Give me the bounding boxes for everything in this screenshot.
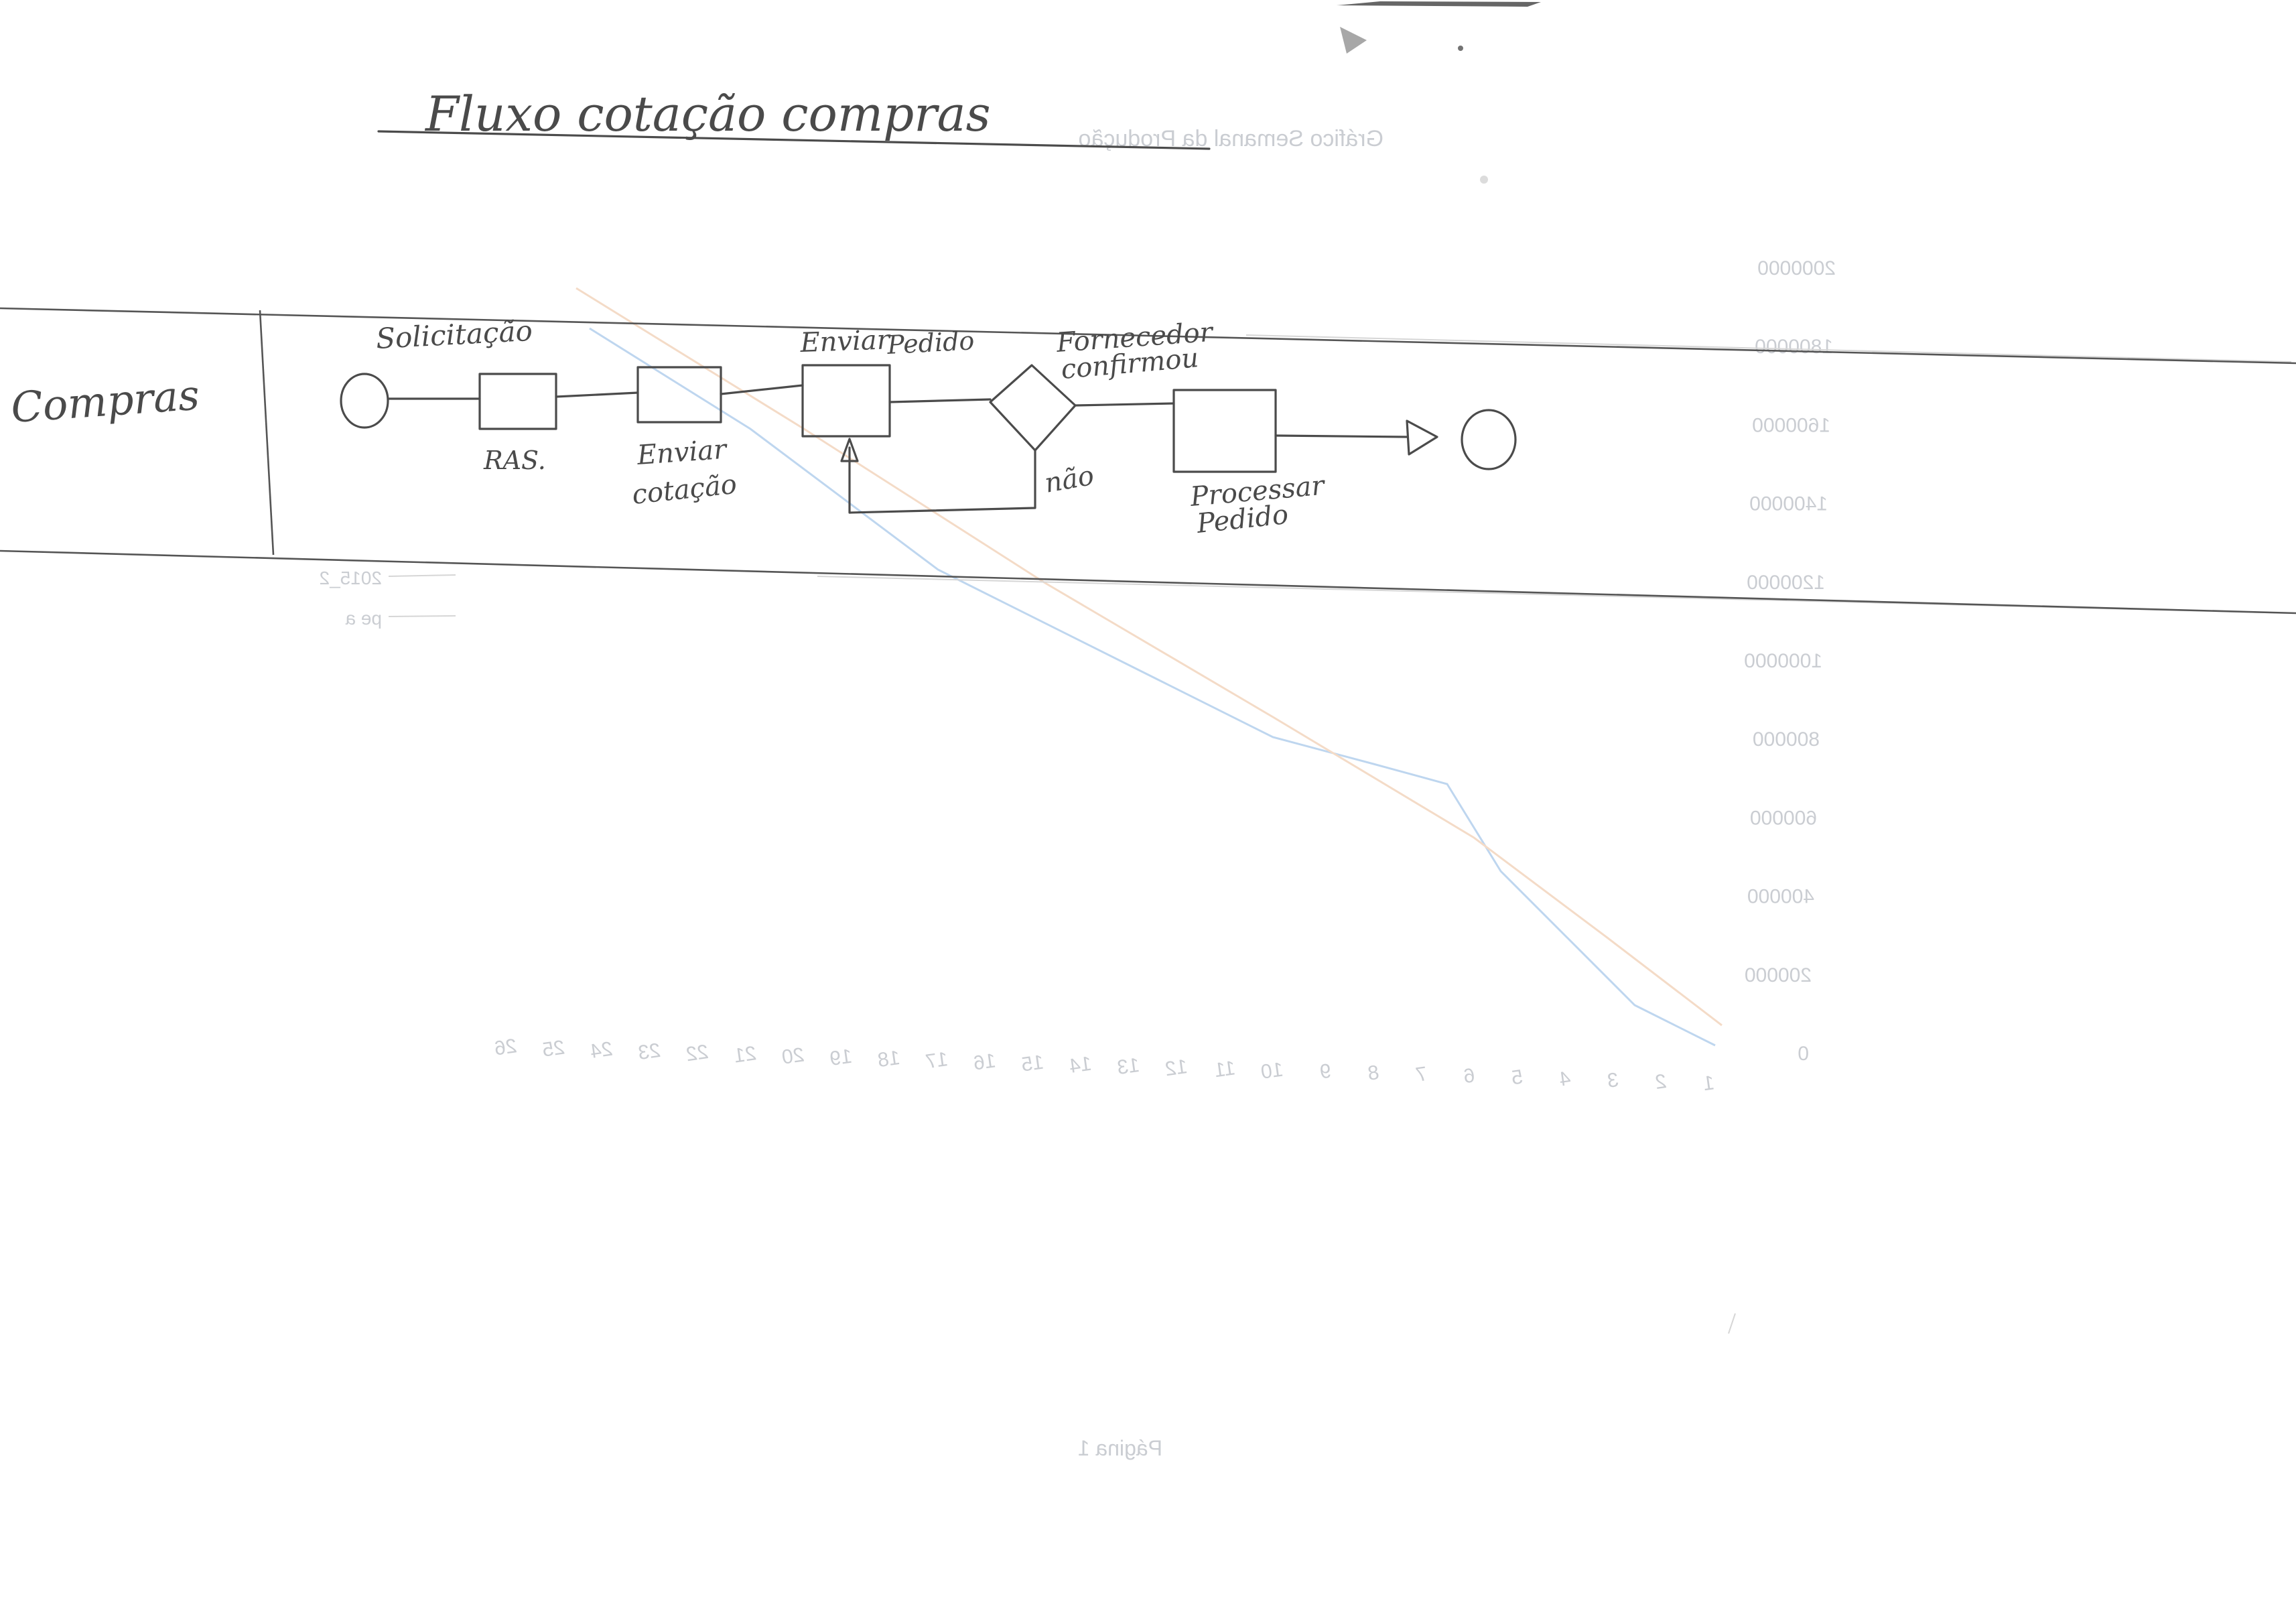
ghost-series-orange [576, 287, 1723, 1027]
flow-cotacao-pedido [720, 384, 804, 395]
ghost-x-tick: 14 [1068, 1053, 1093, 1078]
ghost-x-tick: 24 [589, 1038, 614, 1063]
ghost-x-tick: 25 [541, 1036, 566, 1061]
label-solicitacao: Solicitação [375, 314, 533, 355]
ghost-x-tick: 26 [493, 1035, 519, 1059]
label-enviar-pedido-1: Enviar [799, 324, 892, 359]
ghost-x-tick: 4 [1558, 1068, 1572, 1091]
ghost-x-tick: 17 [924, 1048, 949, 1073]
ghost-legend-2: pe a [345, 608, 382, 629]
lane-bottom-border [0, 549, 2296, 615]
ghost-series-blue [589, 327, 1716, 1047]
ghost-legend: 2015_2 pe a [320, 568, 456, 629]
ghost-y-tick: 1600000 [1752, 414, 1830, 436]
ghost-y-tick: 800000 [1753, 728, 1820, 751]
ghost-x-tick: 11 [1213, 1057, 1237, 1082]
ghost-y-tick: 200000 [1745, 964, 1812, 986]
ghost-y-tick: 1000000 [1744, 650, 1822, 672]
task-enviar-pedido [801, 364, 891, 438]
label-enviar-cotacao-1: Enviar [635, 434, 729, 471]
flow: Solicitação RAS. Enviar cotação Enviar P… [340, 314, 1517, 539]
ghost-x-tick: 23 [636, 1039, 662, 1064]
ghost-y-tick: 1800000 [1755, 336, 1833, 358]
flow-ras-cotacao [555, 391, 639, 398]
diagram-title: Fluxo cotação compras [377, 86, 1211, 150]
flow-nao-loop [848, 446, 1036, 514]
lane-top-border [0, 307, 2296, 365]
ghost-x-tick: 3 [1606, 1069, 1620, 1092]
ghost-x-tick: 10 [1260, 1058, 1285, 1083]
ghost-x-tick: 5 [1510, 1065, 1524, 1089]
label-enviar-pedido-2: Pedido [886, 326, 975, 360]
ghost-x-tick: 19 [828, 1045, 854, 1070]
ghost-legend-1: 2015_2 [320, 568, 382, 588]
lane-label: Compras [9, 370, 201, 432]
ghost-x-tick: 18 [876, 1047, 902, 1072]
ghost-x-tick: 9 [1319, 1060, 1333, 1084]
ghost-y-tick: 0 [1798, 1043, 1809, 1065]
ghost-y-tick: 400000 [1747, 886, 1814, 908]
ghost-x-tick: 15 [1020, 1051, 1045, 1076]
ghost-y-tick: 1400000 [1749, 493, 1828, 515]
ghost-x-tick: 16 [972, 1049, 998, 1074]
loop-arrowhead [840, 438, 859, 462]
flow-gateway-processar [1074, 402, 1175, 407]
title-text: Fluxo cotação compras [424, 86, 991, 142]
ghost-x-tick: 1 [1702, 1072, 1716, 1095]
flow-pedido-gateway [888, 398, 992, 403]
ghost-x-tick: 20 [781, 1043, 806, 1068]
ghost-x-tick: 21 [732, 1042, 758, 1067]
bleed-through-chart: Gráfico Semanal da Produção 200000018000… [320, 1, 2292, 1460]
task-processar-pedido [1172, 389, 1277, 473]
task-ras [478, 373, 557, 430]
flow-processar-end [1274, 434, 1408, 438]
ghost-x-tick: 13 [1116, 1054, 1141, 1079]
ghost-x-tick: 7 [1414, 1063, 1428, 1086]
lane-header-divider [259, 310, 275, 556]
task-enviar-cotacao [636, 366, 722, 424]
ghost-y-ticks: 2000000180000016000001400000120000010000… [1744, 257, 1836, 1065]
ghost-x-tick: 12 [1164, 1055, 1189, 1080]
end-arrowhead [1406, 419, 1438, 456]
ghost-x-tick: 8 [1366, 1061, 1380, 1085]
ghost-y-tick: 2000000 [1757, 257, 1836, 279]
ghost-x-tick: 2 [1653, 1070, 1668, 1094]
ghost-x-ticks: 1234567891011121314151617181920212223242… [493, 1035, 1716, 1095]
ghost-footer: Página 1 [1078, 1436, 1162, 1460]
ghost-x-tick: 22 [685, 1041, 710, 1065]
start-event [340, 373, 389, 429]
scan-speck [1337, 1, 1541, 7]
ghost-y-tick: 600000 [1750, 807, 1817, 829]
end-event [1461, 409, 1517, 470]
ghost-x-tick: 6 [1462, 1064, 1476, 1088]
label-enviar-cotacao-2: cotação [630, 469, 738, 511]
label-ras: RAS. [483, 446, 546, 475]
label-nao: não [1042, 460, 1097, 499]
ghost-y-tick: 1200000 [1747, 572, 1825, 594]
